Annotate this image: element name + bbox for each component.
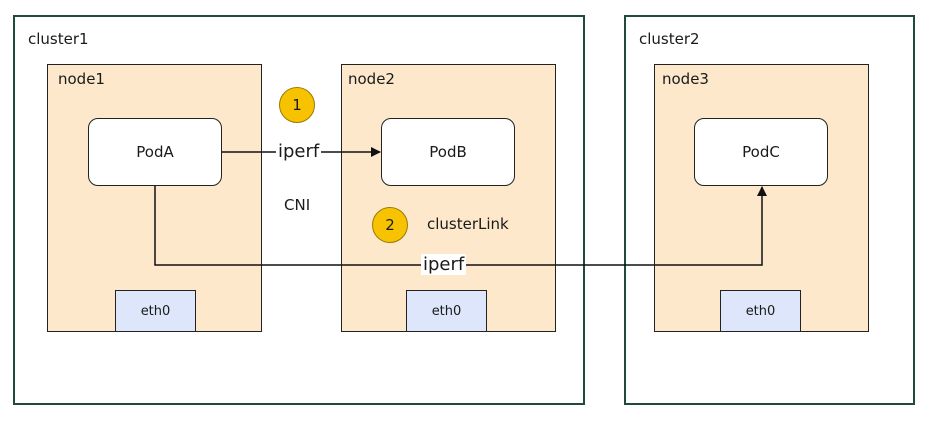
node1-label: node1 [58,70,105,88]
node3-eth0: eth0 [720,290,801,332]
podb-box: PodB [381,118,515,186]
node2-label: node2 [348,70,395,88]
clusterlink-label: clusterLink [427,215,509,233]
cluster1-label: cluster1 [28,30,89,48]
step-1-badge: 1 [279,87,315,123]
cluster2-label: cluster2 [639,30,700,48]
node1-eth0: eth0 [115,290,196,332]
poda-box: PodA [88,118,222,186]
node3-label: node3 [662,70,709,88]
iperf-label-1: iperf [276,141,322,162]
podc-box: PodC [694,118,828,186]
cni-label: CNI [284,196,311,214]
step-2-badge: 2 [372,207,408,243]
iperf-label-2: iperf [421,254,467,275]
node2-eth0: eth0 [406,290,487,332]
